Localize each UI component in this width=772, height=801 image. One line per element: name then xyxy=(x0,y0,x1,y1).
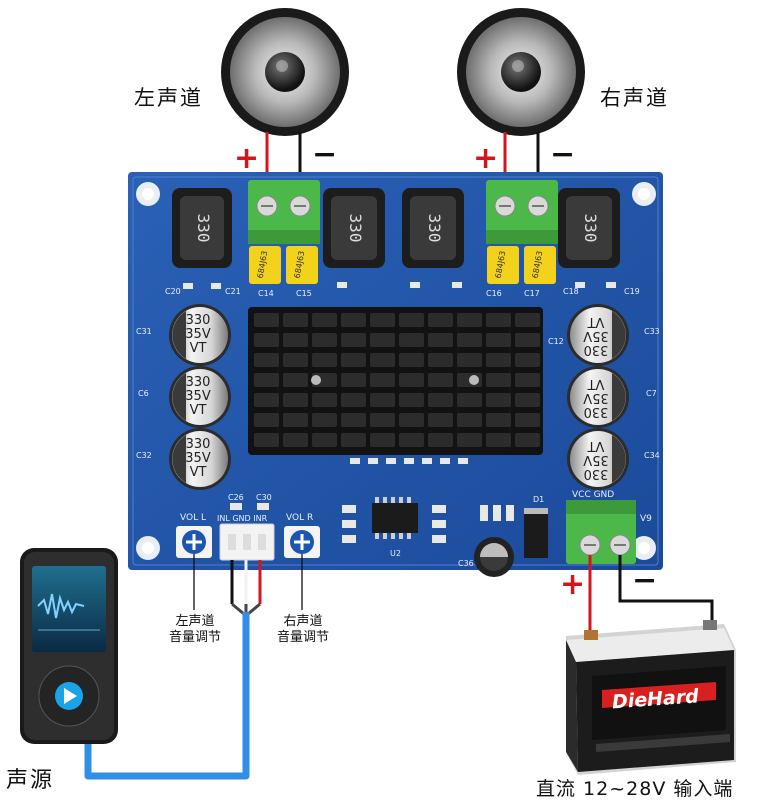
svg-text:33035VVT: 33035VVT xyxy=(583,314,609,357)
svg-text:C30: C30 xyxy=(256,493,272,502)
svg-text:C20: C20 xyxy=(165,287,181,296)
svg-text:C17: C17 xyxy=(524,289,540,298)
svg-text:C19: C19 xyxy=(624,287,640,296)
svg-text:C12: C12 xyxy=(548,337,564,346)
right-speaker-terminal[interactable] xyxy=(486,180,558,244)
right-volume-knob[interactable] xyxy=(284,526,320,558)
audio-source-player xyxy=(20,548,118,744)
left-volume-label: 左声道 音量调节 xyxy=(168,614,221,645)
audio-input-connector[interactable] xyxy=(219,523,275,561)
dc-input-label: 直流 12~28V 输入端 xyxy=(536,778,734,800)
svg-text:33035VVT: 33035VVT xyxy=(185,313,211,356)
diode xyxy=(524,508,548,558)
svg-text:33035VVT: 33035VVT xyxy=(185,437,211,480)
inductor-2-label: 330 xyxy=(346,214,365,243)
electrolytic-capacitor-5: 33035VVT xyxy=(567,366,629,428)
audio-cable xyxy=(84,560,262,780)
svg-text:V9: V9 xyxy=(640,514,652,524)
electrolytic-capacitor-6: 33035VVT xyxy=(567,428,629,490)
svg-text:U2: U2 xyxy=(390,549,401,558)
inductor-4: 330 xyxy=(558,188,620,268)
power-wires xyxy=(588,555,714,640)
svg-text:33035VVT: 33035VVT xyxy=(583,376,609,419)
svg-text:C16: C16 xyxy=(486,289,502,298)
svg-text:33035VVT: 33035VVT xyxy=(583,438,609,481)
svg-text:VOL R: VOL R xyxy=(286,513,313,523)
svg-text:C36: C36 xyxy=(458,559,474,568)
power-plus-sign: + xyxy=(560,567,586,602)
left-channel-label: 左声道 xyxy=(134,86,203,110)
ic-chip xyxy=(372,497,418,539)
right-plus-sign: + xyxy=(473,141,499,176)
svg-text:C7: C7 xyxy=(646,389,657,398)
svg-text:C6: C6 xyxy=(138,389,149,398)
svg-text:C15: C15 xyxy=(296,289,312,298)
svg-text:VCC GND: VCC GND xyxy=(572,490,614,500)
right-speaker xyxy=(457,8,585,136)
left-speaker xyxy=(221,8,349,136)
inductor-2: 330 xyxy=(323,188,385,268)
right-channel-label: 右声道 xyxy=(600,86,669,110)
mounting-holes xyxy=(136,182,656,560)
right-volume-label: 右声道 音量调节 xyxy=(276,614,329,645)
svg-text:C14: C14 xyxy=(258,289,274,298)
svg-text:VOL L: VOL L xyxy=(180,513,206,523)
left-minus-sign: − xyxy=(312,137,338,172)
battery: DieHard xyxy=(566,620,736,775)
left-plus-sign: + xyxy=(234,141,260,176)
left-speaker-terminal[interactable] xyxy=(248,180,320,244)
inductor-4-label: 330 xyxy=(581,214,600,243)
power-minus-sign: − xyxy=(632,563,658,598)
right-minus-sign: − xyxy=(550,137,576,172)
inductor-1: 330 xyxy=(172,188,232,268)
svg-text:C34: C34 xyxy=(644,451,660,460)
electrolytic-capacitor-4: 33035VVT xyxy=(567,304,629,366)
smd-components xyxy=(183,282,616,543)
svg-text:33035VVT: 33035VVT xyxy=(185,375,211,418)
svg-text:C21: C21 xyxy=(225,287,241,296)
svg-text:C26: C26 xyxy=(228,493,244,502)
inductor-1-label: 330 xyxy=(194,214,213,243)
svg-text:C32: C32 xyxy=(136,451,152,460)
power-input-terminal[interactable] xyxy=(566,500,636,564)
svg-text:C31: C31 xyxy=(136,327,152,336)
svg-text:INL GND INR: INL GND INR xyxy=(217,514,268,523)
svg-text:D1: D1 xyxy=(533,495,544,504)
silkscreen-labels: C20 C21 C14 C15 C16 C17 C18 C19 C31 C33 … xyxy=(136,287,660,568)
inductor-3-label: 330 xyxy=(425,214,444,243)
film-capacitors: 684J63 684J63 684J63 684J63 xyxy=(249,246,556,284)
small-capacitor xyxy=(474,537,514,577)
inductor-3: 330 xyxy=(402,188,464,268)
amplifier-board: 330 330 330 330 xyxy=(128,172,663,577)
audio-source-label: 声源 xyxy=(6,768,55,793)
svg-text:C18: C18 xyxy=(563,287,579,296)
pointer-lines xyxy=(193,554,303,610)
heatsink xyxy=(248,307,543,455)
left-volume-knob[interactable] xyxy=(176,526,212,558)
svg-text:C33: C33 xyxy=(644,327,660,336)
